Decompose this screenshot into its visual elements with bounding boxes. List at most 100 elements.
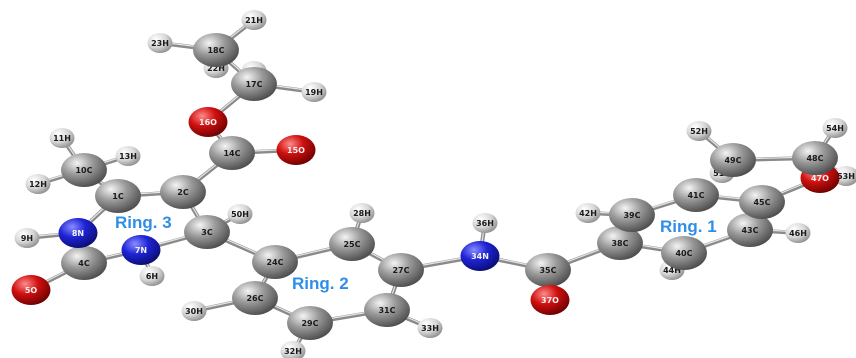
atom-sphere-H	[25, 174, 51, 194]
atom-label: 52H	[690, 127, 708, 136]
atom-label: 3C	[201, 228, 213, 237]
atom-label: 34N	[471, 252, 489, 261]
atom-sphere-H	[115, 146, 141, 166]
atom-3C: 3C	[184, 215, 230, 249]
atom-label: 14C	[223, 149, 240, 158]
atom-30H: 30H	[181, 301, 207, 321]
atom-label: 10C	[75, 166, 92, 175]
atom-sphere-C	[231, 67, 277, 101]
atom-label: 48C	[806, 154, 823, 163]
atom-16O: 16O	[188, 107, 228, 137]
atom-label: 53H	[837, 172, 855, 181]
atom-33H: 33H	[417, 318, 443, 338]
atom-label: 39C	[623, 211, 640, 220]
atom-5O: 5O	[11, 275, 51, 305]
atom-label: 7N	[135, 246, 147, 255]
atom-label: 32H	[284, 347, 302, 356]
atom-sphere-C	[95, 179, 141, 213]
atom-sphere-H	[686, 121, 712, 141]
atom-sphere-C	[232, 281, 278, 315]
atom-label: 33H	[421, 324, 439, 333]
atom-35C: 35C	[525, 253, 571, 287]
atom-45C: 45C	[739, 185, 785, 219]
atom-12H: 12H	[25, 174, 51, 194]
atom-sphere-N	[58, 218, 98, 248]
atom-label: 23H	[151, 39, 169, 48]
atom-2C: 2C	[160, 175, 206, 209]
atom-label: 47O	[811, 174, 829, 183]
atom-4C: 4C	[61, 246, 107, 280]
atom-label: 36H	[476, 219, 494, 228]
atom-13H: 13H	[115, 146, 141, 166]
atom-39C: 39C	[609, 198, 655, 232]
atom-28H: 28H	[349, 203, 375, 223]
atom-23H: 23H	[147, 33, 173, 53]
atom-sphere-C	[378, 253, 424, 287]
atom-sphere-C	[160, 175, 206, 209]
atom-29C: 29C	[287, 306, 333, 340]
atom-sphere-H	[417, 318, 443, 338]
atom-21H: 21H	[241, 10, 267, 30]
atom-19H: 19H	[301, 82, 327, 102]
atom-label: 46H	[789, 229, 807, 238]
atom-sphere-N	[121, 235, 161, 265]
atom-label: 42H	[579, 209, 597, 218]
atom-label: 1C	[112, 192, 124, 201]
atom-sphere-C	[364, 293, 410, 327]
atom-sphere-O	[530, 285, 570, 315]
atom-sphere-C	[184, 215, 230, 249]
atom-50H: 50H	[227, 204, 253, 224]
atom-sphere-H	[14, 228, 40, 248]
atom-label: 24C	[266, 258, 283, 267]
atom-sphere-H	[785, 223, 811, 243]
ring-labels-layer: Ring. 1 Ring. 2 Ring. 3	[115, 213, 717, 293]
atom-38C: 38C	[597, 226, 643, 260]
atoms-layer: 6H9H11H12H13H19H20H21H22H23H28H30H32H33H…	[11, 10, 856, 358]
atom-sphere-C	[710, 143, 756, 177]
atom-label: 38C	[611, 239, 628, 248]
atom-sphere-C	[329, 227, 375, 261]
atom-53H: 53H	[833, 166, 856, 186]
atom-sphere-N	[460, 241, 500, 271]
ring-label-2: Ring. 2	[292, 274, 349, 293]
atom-label: 29C	[301, 319, 318, 328]
atom-label: 11H	[53, 134, 71, 143]
atom-27C: 27C	[378, 253, 424, 287]
atom-14C: 14C	[209, 136, 255, 170]
atom-32H: 32H	[280, 341, 306, 358]
atom-41C: 41C	[673, 178, 719, 212]
atom-label: 44H	[663, 266, 681, 275]
atom-25C: 25C	[329, 227, 375, 261]
atom-sphere-O	[11, 275, 51, 305]
atom-36H: 36H	[472, 213, 498, 233]
atom-26C: 26C	[232, 281, 278, 315]
atom-42H: 42H	[575, 203, 601, 223]
atom-label: 19H	[305, 88, 323, 97]
atom-sphere-C	[739, 185, 785, 219]
atom-sphere-C	[61, 246, 107, 280]
atom-label: 26C	[246, 294, 263, 303]
bonds-layer	[25, 18, 848, 353]
atom-label: 49C	[724, 156, 741, 165]
atom-label: 40C	[675, 249, 692, 258]
atom-label: 43C	[741, 226, 758, 235]
atom-sphere-H	[472, 213, 498, 233]
atom-37O: 37O	[530, 285, 570, 315]
atom-52H: 52H	[686, 121, 712, 141]
atom-17C: 17C	[231, 67, 277, 101]
atom-sphere-C	[597, 226, 643, 260]
atom-label: 28H	[353, 209, 371, 218]
atom-sphere-C	[661, 236, 707, 270]
atom-18C: 18C	[193, 33, 239, 67]
ring-label-3: Ring. 3	[115, 213, 172, 232]
atom-label: 30H	[185, 307, 203, 316]
atom-label: 17C	[245, 80, 262, 89]
atom-label: 31C	[378, 306, 395, 315]
atom-label: 41C	[687, 191, 704, 200]
atom-label: 4C	[78, 259, 90, 268]
atom-label: 2C	[177, 188, 189, 197]
atom-sphere-C	[609, 198, 655, 232]
atom-label: 45C	[753, 198, 770, 207]
atom-sphere-C	[193, 33, 239, 67]
